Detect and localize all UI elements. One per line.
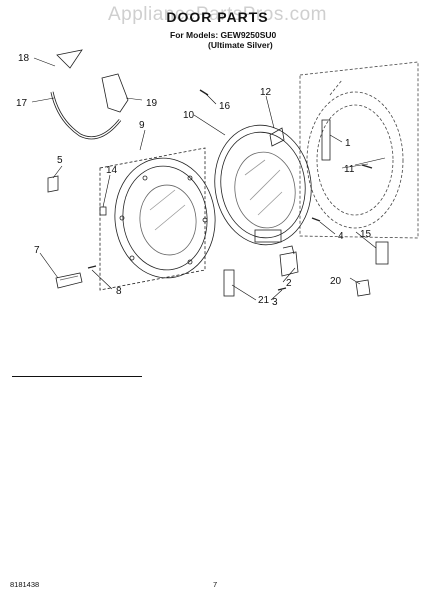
- screw: [277, 287, 287, 291]
- cover: [375, 241, 389, 265]
- cabinet-front: [299, 61, 419, 239]
- callout-18: 16: [219, 101, 231, 112]
- door-inner-frame-outline: [99, 147, 206, 291]
- callout-11: 11: [344, 164, 355, 175]
- callout-17: 15: [360, 229, 372, 240]
- finish-line: (Ultimate Silver): [208, 40, 273, 50]
- callout-2: 2: [286, 278, 292, 289]
- screw: [87, 265, 97, 269]
- callout-20: 18: [18, 53, 30, 64]
- callout-12: 12: [260, 87, 272, 98]
- callout-5: 5: [57, 155, 63, 166]
- callout-15: 21: [258, 295, 270, 306]
- section-divider: [12, 376, 142, 377]
- callout-7: 7: [34, 245, 40, 256]
- door-latch-striker: [321, 119, 331, 161]
- callout-9: 9: [139, 120, 145, 131]
- callout-21: 19: [146, 98, 158, 109]
- callout-14: 14: [106, 165, 118, 176]
- callout-16: 20: [330, 276, 342, 287]
- door-outer-assembly: [214, 124, 312, 246]
- trim-piece: [56, 49, 83, 69]
- screw: [311, 217, 321, 222]
- callout-3: 3: [272, 297, 278, 308]
- page-title: DOOR PARTS: [166, 9, 269, 25]
- callout-4: 4: [338, 231, 344, 242]
- callout-8: 8: [116, 286, 122, 297]
- trim-bracket: [101, 73, 129, 113]
- screw: [199, 89, 209, 96]
- screw: [361, 164, 373, 169]
- callout-1: 1: [345, 138, 351, 149]
- hinge: [279, 251, 299, 277]
- latch: [355, 279, 371, 297]
- callout-labels: 18 17 19 9 10 16 12 1 11 4 15 14 5 7 8 2…: [16, 53, 372, 308]
- callout-19: 17: [16, 98, 28, 109]
- document-number: 8181438: [10, 580, 40, 589]
- hinge-bracket: [269, 127, 285, 147]
- door-handle: [55, 272, 83, 289]
- clip: [99, 206, 107, 216]
- door-inner-frame: [114, 157, 216, 279]
- model-info: For Models: GEW9250SU0 (Ultimate Silver): [170, 30, 276, 50]
- callout-10: 10: [183, 110, 195, 121]
- page-number: 7: [213, 580, 218, 589]
- hinge-cover: [223, 269, 235, 297]
- bracket: [47, 175, 59, 193]
- models-line: For Models: GEW9250SU0: [170, 30, 277, 40]
- watermark: AppliancePartsPros.com: [107, 4, 328, 25]
